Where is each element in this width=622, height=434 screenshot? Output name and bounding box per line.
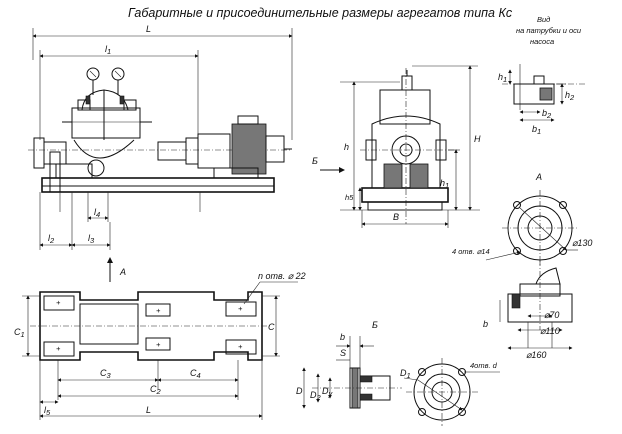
- dim-C2: C2: [150, 384, 162, 396]
- dim-C: C: [268, 322, 275, 332]
- flange-B-s: S: [340, 348, 346, 358]
- svg-text:+: +: [56, 344, 61, 353]
- dim-C4: C4: [190, 368, 201, 380]
- flange-A-d110: ⌀110: [540, 326, 560, 336]
- svg-text:Вид: Вид: [537, 15, 550, 24]
- dim-l2: l2: [48, 233, 55, 245]
- flange-A-label: A: [535, 172, 542, 182]
- drawing-title: Габаритные и присоединительные размеры а…: [128, 6, 513, 20]
- svg-text:+: +: [156, 306, 161, 315]
- dim-l3: l3: [88, 233, 95, 245]
- dim-h1: h1: [440, 178, 449, 190]
- flange-A-b: b: [483, 319, 488, 329]
- dim-l1: l1: [105, 44, 111, 56]
- flange-A-d130: ⌀130: [572, 238, 592, 248]
- side-view: Б h H h1 h5 B: [312, 65, 481, 228]
- svg-text:+: +: [56, 298, 61, 307]
- dim-h: h: [344, 142, 349, 152]
- dim-L: L: [146, 24, 151, 34]
- flange-B-D2: D2: [310, 390, 322, 402]
- flange-B-Dy: Dy: [322, 386, 334, 398]
- dim-B: B: [393, 212, 399, 222]
- front-view: L l1: [28, 24, 293, 250]
- svg-text:+: +: [238, 304, 243, 313]
- flange-A-d70: ⌀70: [544, 310, 559, 320]
- flange-B-holes: 4отв. d: [470, 361, 498, 370]
- plan-holes: n отв. ⌀ 22: [258, 271, 306, 281]
- flange-B: Б b S D D2 Dy D1: [296, 320, 500, 426]
- dim-H: H: [474, 134, 481, 144]
- flange-A-d160: ⌀160: [526, 350, 546, 360]
- flange-B-D: D: [296, 386, 303, 396]
- view-note: Вид на патрубки и оси насоса: [516, 15, 582, 46]
- svg-text:на патрубки и оси: на патрубки и оси: [516, 26, 582, 35]
- flange-A: A ⌀130 4 отв. ⌀14 b ⌀70 ⌀110 ⌀160: [452, 172, 592, 360]
- dim-C3: C3: [100, 368, 112, 380]
- view-arrow-A: A: [107, 257, 126, 282]
- flange-B-D1: D1: [400, 368, 411, 380]
- svg-text:+: +: [238, 342, 243, 351]
- dim-l5: l5: [44, 405, 51, 417]
- dim-nozzle-h2: h2: [565, 90, 575, 102]
- svg-text:A: A: [119, 267, 126, 277]
- flange-B-b: b: [340, 332, 345, 342]
- dim-nozzle-b2: b2: [542, 108, 552, 120]
- dim-l4: l4: [94, 207, 100, 219]
- dim-nozzle-h1: h1: [498, 72, 507, 84]
- arrow-B-label: Б: [312, 156, 318, 166]
- plan-view: + + + + + + n отв. ⌀ 22 C C1 C3 C4 C2 l5: [14, 271, 306, 420]
- dim-nozzle-b1: b1: [532, 124, 541, 136]
- dim-h5: h5: [345, 193, 354, 202]
- flange-B-label: Б: [372, 320, 378, 330]
- flange-A-holes: 4 отв. ⌀14: [452, 247, 490, 256]
- dim-plan-L: L: [146, 405, 151, 415]
- svg-text:+: +: [156, 340, 161, 349]
- svg-text:насоса: насоса: [530, 37, 554, 46]
- nozzle-detail: h1 h2 b1 b2: [498, 64, 586, 136]
- dim-C1: C1: [14, 327, 25, 339]
